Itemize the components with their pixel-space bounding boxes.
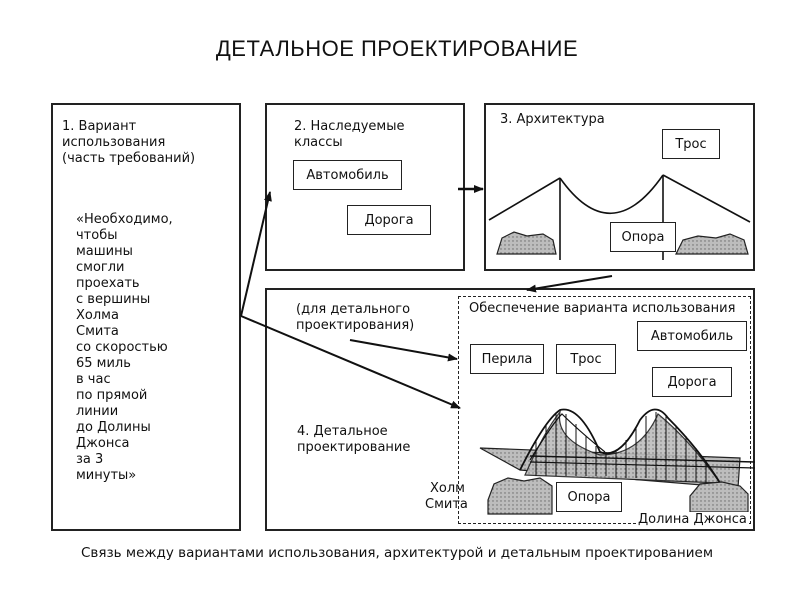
use-case-box: [51, 103, 241, 531]
architecture-heading: 3. Архитектура: [500, 112, 605, 127]
inherited-classes-heading: 2. Наследуемые классы: [294, 119, 405, 150]
detail-car-label: Автомобиль: [637, 321, 747, 351]
architecture-support-label: Опора: [610, 222, 676, 252]
architecture-bridge-sketch: [488, 174, 751, 260]
class-car-label: Автомобиль: [293, 160, 402, 190]
figure-caption: Связь между вариантами использования, ар…: [80, 545, 714, 561]
detail-support-label: Опора: [556, 482, 622, 512]
arrow-usecase-to-detail: [240, 315, 461, 409]
detailed-design-heading: 4. Детальное проектирование: [297, 424, 411, 455]
valley-label: Долина Джонса: [636, 512, 749, 528]
use-case-heading: 1. Вариант использования (часть требован…: [62, 119, 196, 166]
class-road-label: Дорога: [347, 205, 431, 235]
detailed-design-note: (для детального проектирования): [296, 302, 415, 333]
page-title: ДЕТАЛЬНОЕ ПРОЕКТИРОВАНИЕ: [215, 36, 579, 61]
use-case-quote: «Необходимо, чтобы машины смогли проехат…: [76, 212, 173, 483]
detail-cable-label: Трос: [556, 344, 616, 374]
arrow-usecase-to-classes: [240, 191, 272, 317]
hill-label: Холм Смита: [425, 481, 468, 512]
use-case-realization-title: Обеспечение варианта использования: [469, 301, 736, 316]
arrow-architecture-to-detail: [526, 275, 613, 293]
detailed-bridge-sketch: [479, 408, 756, 515]
arrow-note-to-railing: [349, 339, 458, 362]
detail-road-label: Дорога: [652, 367, 732, 397]
detail-railing-label: Перила: [470, 344, 544, 374]
use-case-realization-frame: [458, 296, 751, 524]
architecture-cable-label: Трос: [662, 129, 720, 159]
